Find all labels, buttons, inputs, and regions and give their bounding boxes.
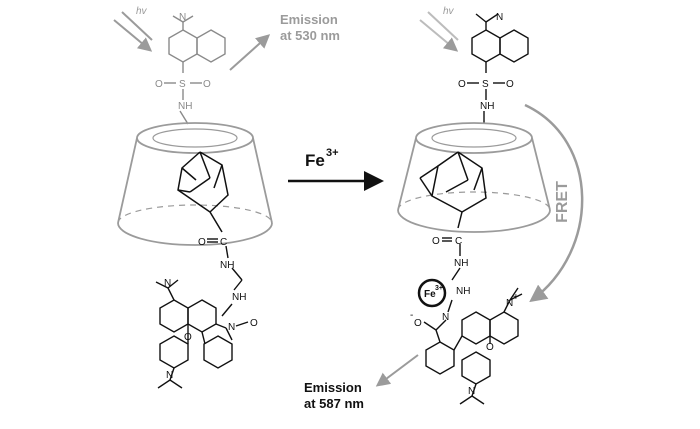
left-emission-wavelength: at 530 nm xyxy=(280,28,340,43)
right-hv-label: hv xyxy=(443,6,455,17)
iron-complex: Fe 3+ xyxy=(417,278,447,308)
right-emission-label: Emission xyxy=(304,380,362,395)
left-cyclodextrin-cup xyxy=(117,122,273,246)
right-sulfonyl-o2: O xyxy=(506,79,514,90)
right-xanthene-o: O xyxy=(486,342,494,353)
left-emission-arrow xyxy=(229,34,271,71)
right-oxide-o: O xyxy=(414,318,422,329)
right-carbonyl-o: O xyxy=(432,236,440,247)
right-nh-label-3: NH xyxy=(456,286,470,297)
right-rhodamine-open xyxy=(423,287,523,405)
left-dansyl-group xyxy=(164,15,226,125)
right-sulfonyl-o1: O xyxy=(458,79,466,90)
right-sensor: hv N S O O NH FRET xyxy=(304,6,584,411)
right-imine-n: N xyxy=(442,312,449,323)
right-nh-label: NH xyxy=(480,101,494,112)
right-carbonyl-c: C xyxy=(455,236,462,247)
left-diethylamino-n2: N xyxy=(166,370,173,381)
right-iminium-charge: + xyxy=(513,292,519,303)
left-sulfonyl-o1: O xyxy=(155,79,163,90)
iron-charge: 3+ xyxy=(435,285,443,292)
right-amine-n: N xyxy=(496,12,503,23)
left-amine-n: N xyxy=(179,12,186,23)
left-sulfonyl-o2: O xyxy=(203,79,211,90)
left-emission-label: Emission xyxy=(280,12,338,27)
reagent-label: Fe xyxy=(305,151,325,170)
left-carbonyl-o: O xyxy=(198,237,206,248)
right-iminium-n: N xyxy=(506,298,513,309)
left-linker-chain xyxy=(207,238,243,291)
left-hv-label: hv xyxy=(136,6,148,17)
left-sensor: hv Emission at 530 nm N S O O NH xyxy=(113,6,340,389)
fret-arrow xyxy=(524,103,584,303)
right-emission-arrow xyxy=(375,354,419,387)
reagent-charge: 3+ xyxy=(326,147,339,159)
left-nh-label-3: NH xyxy=(232,292,246,303)
right-nh-label-2: NH xyxy=(454,258,468,269)
left-nh-label: NH xyxy=(178,101,192,112)
right-oxide-charge: - xyxy=(410,310,413,321)
left-lactam-o: O xyxy=(250,318,258,329)
reaction-step: Fe 3+ xyxy=(288,147,384,191)
right-linker-chain xyxy=(442,237,461,281)
fret-label: FRET xyxy=(554,181,571,223)
right-excitation-arrow: hv xyxy=(419,6,459,52)
left-carbonyl-c: C xyxy=(220,237,227,248)
left-xanthene-o: O xyxy=(184,332,192,343)
left-rhodamine-n: N xyxy=(228,322,235,333)
right-adamantane xyxy=(419,151,487,229)
iron-label: Fe xyxy=(424,289,436,300)
right-diethylamino-n: N xyxy=(468,386,475,397)
right-dansyl-group xyxy=(467,13,529,124)
left-sulfonyl-s: S xyxy=(179,79,186,90)
left-diethylamino-n1: N xyxy=(164,278,171,289)
right-cyclodextrin-cup xyxy=(397,122,551,233)
right-emission-wavelength: at 587 nm xyxy=(304,396,364,411)
left-rhodamine-spirolactam xyxy=(155,279,249,389)
left-excitation-arrow: hv xyxy=(113,6,153,52)
left-nh-label-2: NH xyxy=(220,260,234,271)
right-sulfonyl-s: S xyxy=(482,79,489,90)
left-adamantane xyxy=(177,151,229,233)
